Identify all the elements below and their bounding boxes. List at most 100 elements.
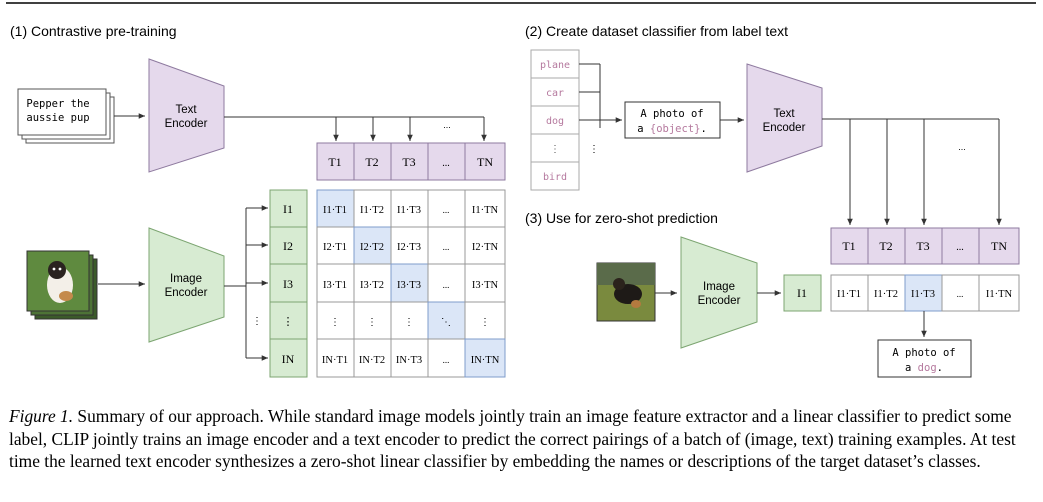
image-encoder-1-label-1: Image	[170, 273, 202, 285]
t-row-1: T1 T2 T3 ... TN	[316, 142, 506, 181]
matrix-cell: I2·TN	[472, 242, 499, 253]
t-cell	[427, 142, 466, 181]
template-end: .	[700, 123, 706, 135]
matrix-cell: ⋮	[480, 317, 490, 328]
matrix-cell: IN·T3	[396, 355, 422, 366]
similarity-matrix: I1·T1 I1·T2 I1·T3 ... I1·TN I2·T1 I2·T2 …	[316, 189, 506, 378]
matrix-cell: I2·T3	[397, 242, 421, 253]
i-label: I2	[283, 239, 293, 253]
t-label: ...	[956, 242, 964, 253]
matrix-cell: ...	[443, 355, 450, 365]
section2-title: (2) Create dataset classifier from label…	[525, 23, 788, 39]
matrix-cell: I1·T1	[323, 205, 347, 216]
matrix-cell: IN·T1	[322, 355, 348, 366]
matrix-cell: ...	[443, 280, 450, 290]
row-cell: ...	[957, 289, 964, 299]
t-label: T2	[879, 239, 892, 253]
text-encoder-1-label-2: Encoder	[165, 118, 208, 130]
row-cell: I1·T2	[874, 289, 898, 300]
matrix-cell: ...	[443, 205, 450, 215]
t-label: TN	[477, 155, 493, 169]
result-article: a	[905, 362, 911, 374]
result-line-1: A photo of	[892, 347, 955, 359]
label-car: car	[546, 88, 564, 99]
label-plane: plane	[540, 60, 570, 71]
t-label: T3	[916, 239, 929, 253]
text-card-stack: Pepper the aussie pup	[17, 88, 115, 144]
text-encoder-2-label-1: Text	[773, 108, 795, 120]
figure-caption: Figure 1. Summary of our approach. While…	[9, 405, 1034, 473]
template-line-2: a {object}.	[637, 123, 707, 135]
i1-cell	[783, 274, 822, 312]
t-row-3: T1 T2 T3 ... TN	[830, 227, 1020, 265]
label-ellipsis: ⋮	[550, 144, 560, 155]
clip-diagram: (1) Contrastive pre-training Pepper the …	[6, 2, 1036, 378]
text-encoder-1-label-1: Text	[175, 104, 197, 116]
t-label: T1	[842, 239, 855, 253]
matrix-cell: ⋮	[330, 317, 340, 328]
section1-title: (1) Contrastive pre-training	[10, 23, 177, 39]
result-box	[877, 339, 972, 378]
row-cell: I1·TN	[986, 289, 1013, 300]
image-encoder-3-label-2: Encoder	[698, 295, 741, 307]
matrix-cell: I2·T2	[360, 242, 384, 253]
t-label: ...	[442, 158, 450, 169]
image-encoder-3-label-1: Image	[703, 281, 735, 293]
result-word: dog	[918, 362, 937, 374]
i-label: I3	[283, 277, 293, 291]
t-label: T1	[328, 155, 341, 169]
t-cell	[464, 142, 506, 181]
image-encoder-1	[148, 227, 225, 343]
image-encoder-3	[680, 236, 758, 349]
label-dog: dog	[546, 116, 564, 127]
text-encoder-2	[746, 63, 823, 173]
t-label: TN	[991, 239, 1007, 253]
matrix-cell: IN·TN	[471, 355, 500, 366]
row-cell: I1·T3	[911, 289, 935, 300]
prompt-template-box	[624, 101, 721, 139]
matrix-cell: ⋮	[367, 317, 377, 328]
result-end: .	[937, 362, 943, 374]
i-ellipsis-1: ⋮	[252, 316, 262, 327]
caption-text: Summary of our approach. While standard …	[9, 406, 1016, 471]
matrix-cell: I1·TN	[472, 205, 499, 216]
matrix-cell: I3·T2	[360, 280, 384, 291]
i-label: I1	[283, 202, 293, 216]
row-cell: I1·T1	[837, 289, 861, 300]
t-ellipsis-1: ...	[443, 120, 451, 130]
text-encoder-2-label-2: Encoder	[763, 122, 806, 134]
matrix-cell: I1·T3	[397, 205, 421, 216]
prediction-row: I1·T1 I1·T2 I1·T3 ... I1·TN	[830, 274, 1020, 312]
matrix-cell: I2·T1	[323, 242, 347, 253]
t-label: T2	[365, 155, 378, 169]
matrix-cell: I1·T2	[360, 205, 384, 216]
template-slot: {object}	[650, 123, 701, 135]
text-encoder-1	[148, 58, 225, 173]
label-list: plane car dog ⋮ bird	[530, 49, 580, 191]
dog-photo-3	[596, 262, 656, 322]
matrix-cell: I3·T3	[397, 280, 421, 291]
label-bird: bird	[543, 172, 567, 183]
i-label: ⋮	[283, 316, 294, 328]
template-line-1: A photo of	[640, 108, 703, 120]
matrix-cell: I3·T1	[323, 280, 347, 291]
matrix-cell: ⋮	[404, 317, 414, 328]
image-stack	[26, 250, 98, 320]
template-article: a	[637, 123, 643, 135]
text-card-line-1: Pepper the	[26, 98, 89, 110]
connector-ellipsis: ⋮	[589, 144, 599, 155]
text-card-line-2: aussie pup	[26, 112, 89, 124]
matrix-cell: ...	[443, 242, 450, 252]
t-ellipsis-2: ...	[958, 142, 966, 152]
matrix-cell: I3·TN	[472, 280, 499, 291]
image-encoder-1-label-2: Encoder	[165, 287, 208, 299]
t-label: T3	[402, 155, 415, 169]
i-label: IN	[282, 352, 295, 366]
i-column-1: I1 I2 I3 ⋮ IN	[269, 189, 308, 378]
matrix-cell: IN·T2	[359, 355, 385, 366]
matrix-cell: ⋱	[441, 317, 451, 328]
i1-label: I1	[797, 286, 807, 300]
result-line-2: a dog.	[905, 362, 943, 374]
section3-title: (3) Use for zero-shot prediction	[525, 210, 718, 226]
caption-lead: Figure 1.	[9, 406, 74, 426]
